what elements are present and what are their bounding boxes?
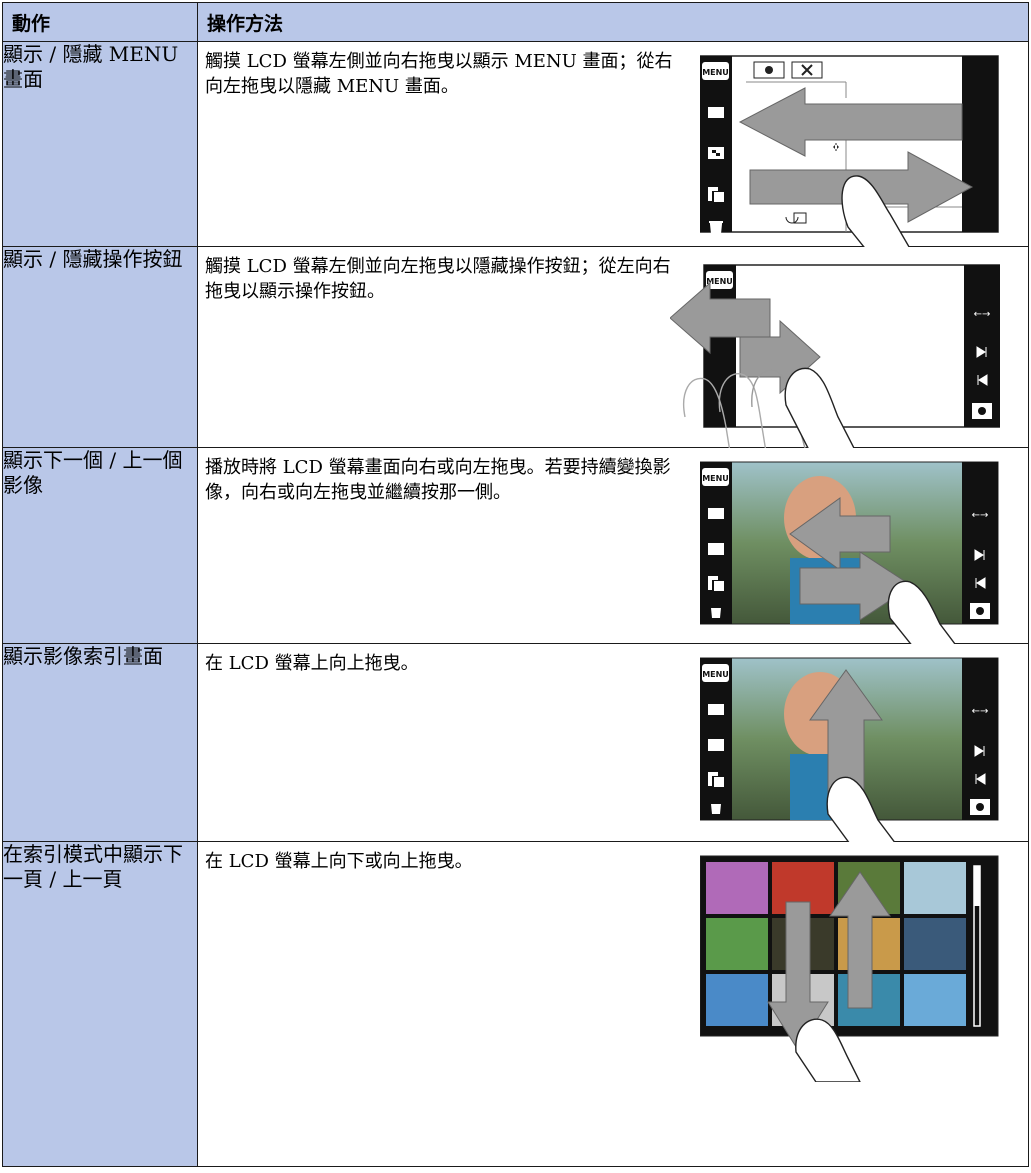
slideshow-icon [708, 187, 724, 202]
menu-label: MENU [706, 277, 733, 286]
buttons-swipe-illustration: MENU ←→ [670, 264, 1000, 452]
menu-label: MENU [702, 68, 729, 77]
header-method: 操作方法 [197, 2, 1029, 42]
svg-text:←→: ←→ [972, 706, 989, 717]
action-text: 顯示 / 隱藏操作按鈕 [3, 247, 183, 271]
index-page-swipe-illustration [700, 855, 999, 1082]
menu-label: MENU [702, 670, 729, 679]
finger-icon [887, 580, 959, 648]
method-text: 觸摸 LCD 螢幕左側並向左拖曳以隱藏操作按鈕；從左向右拖曳以顯示操作按鈕。 [205, 256, 671, 302]
table-row: 顯示影像索引畫面 在 LCD 螢幕上向上拖曳。 MENU ←→ [2, 643, 1029, 844]
action-cell: 顯示下一個 / 上一個影像 [2, 447, 198, 644]
method-text: 在 LCD 螢幕上向上拖曳。 [205, 653, 419, 674]
method-cell: 播放時將 LCD 螢幕畫面向右或向左拖曳。若要持續變換影像，向右或向左拖曳並繼續… [197, 447, 1029, 648]
menu-swipe-illustration: MENU [700, 55, 999, 252]
finger-icon [841, 175, 913, 252]
table-row: 顯示下一個 / 上一個影像 播放時將 LCD 螢幕畫面向右或向左拖曳。若要持續變… [2, 447, 1029, 648]
prev-icon [977, 374, 988, 386]
action-cell: 顯示影像索引畫面 [2, 643, 198, 842]
method-text: 在 LCD 螢幕上向下或向上拖曳。 [205, 851, 473, 872]
table-header-row: 動作 操作方法 [2, 2, 1029, 42]
method-cell: 觸摸 LCD 螢幕左側並向右拖曳以顯示 MENU 畫面；從右向左拖曳以隱藏 ME… [197, 41, 1029, 252]
arrow-left-icon [789, 497, 891, 571]
action-cell: 在索引模式中顯示下一頁 / 上一頁 [2, 841, 198, 1167]
action-text: 顯示下一個 / 上一個影像 [3, 448, 183, 497]
swap-arrows-icon: ←→ [974, 309, 991, 320]
method-cell: 觸摸 LCD 螢幕左側並向左拖曳以隱藏操作按鈕；從左向右拖曳以顯示操作按鈕。 M… [197, 246, 1029, 452]
arrow-up-icon [829, 871, 891, 1009]
trash-icon [709, 221, 723, 235]
svg-text:←→: ←→ [972, 510, 989, 521]
menu-button-icon [702, 62, 729, 80]
table-row: 顯示 / 隱藏 MENU 畫面 觸摸 LCD 螢幕左側並向右拖曳以顯示 MENU… [2, 41, 1029, 252]
action-text: 顯示影像索引畫面 [3, 644, 163, 668]
method-text: 觸摸 LCD 螢幕左側並向右拖曳以顯示 MENU 畫面；從右向左拖曳以隱藏 ME… [205, 51, 673, 97]
method-cell: 在 LCD 螢幕上向上拖曳。 MENU ←→ [197, 643, 1029, 844]
method-cell: 在 LCD 螢幕上向下或向上拖曳。 [197, 841, 1029, 1167]
next-prev-swipe-illustration: MENU ←→ [700, 461, 999, 648]
action-text: 顯示 / 隱藏 MENU 畫面 [3, 42, 179, 91]
finger-icon [784, 367, 857, 452]
action-cell: 顯示 / 隱藏操作按鈕 [2, 246, 198, 448]
action-text: 在索引模式中顯示下一頁 / 上一頁 [3, 842, 183, 891]
arrow-right-icon [799, 551, 913, 621]
arrow-left-icon [738, 87, 963, 157]
index-swipe-up-illustration: MENU ←→ [700, 657, 999, 844]
index-icon [708, 107, 724, 118]
header-action: 動作 [2, 2, 198, 42]
menu-label: MENU [702, 474, 729, 483]
finger-icon [795, 1018, 861, 1082]
rotate-icon [785, 216, 799, 224]
method-text: 播放時將 LCD 螢幕畫面向右或向左拖曳。若要持續變換影像，向右或向左拖曳並繼續… [205, 457, 671, 503]
table-row: 顯示 / 隱藏操作按鈕 觸摸 LCD 螢幕左側並向左拖曳以隱藏操作按鈕；從左向右… [2, 246, 1029, 452]
table-row: 在索引模式中顯示下一頁 / 上一頁 在 LCD 螢幕上向下或向上拖曳。 [2, 841, 1029, 1167]
action-cell: 顯示 / 隱藏 MENU 畫面 [2, 41, 198, 247]
finger-icon [826, 776, 897, 844]
next-icon [976, 346, 987, 358]
